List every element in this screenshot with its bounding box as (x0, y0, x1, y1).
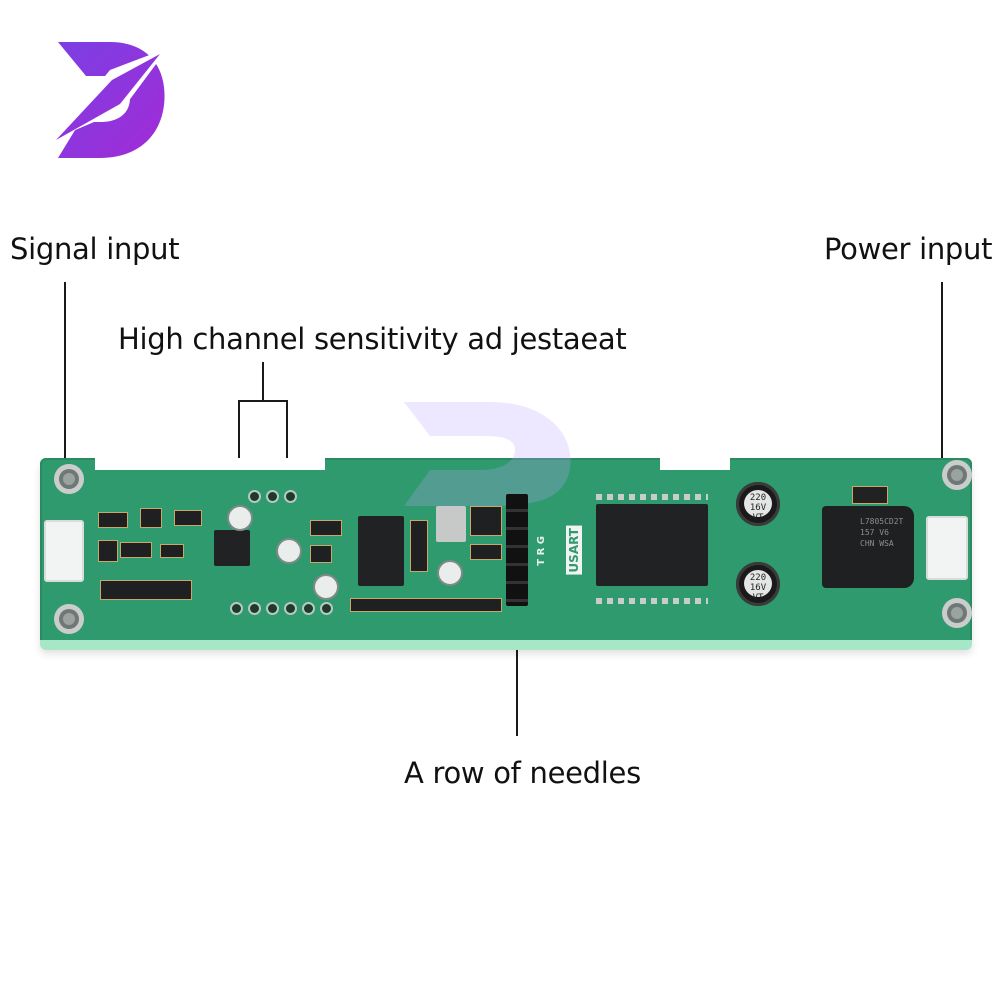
needles-label: A row of needles (404, 756, 641, 790)
sensitivity-label: High channel sensitivity ad jestaeat (118, 322, 627, 356)
usart-label: USART (566, 526, 582, 575)
board-notch-right (660, 458, 730, 470)
circuit-board-edge (40, 640, 972, 650)
capacitor: 220 16V VT (736, 562, 780, 606)
diode (852, 486, 888, 504)
potentiometer (276, 538, 302, 564)
smd-component (98, 512, 128, 528)
signal-callout-line (64, 282, 66, 468)
potentiometer (313, 574, 339, 600)
via-hole (304, 604, 313, 613)
sensitivity-callout-stem (262, 362, 264, 402)
smd-component (100, 580, 192, 600)
trg-label: T R G (536, 536, 547, 566)
ic-chip (358, 516, 404, 586)
capacitor: 220 16V VT (736, 482, 780, 526)
watermark-logo (404, 402, 571, 506)
voltage-regulator: L7805CD2T 157 V6 CHN WSA (822, 506, 914, 588)
via-hole (250, 604, 259, 613)
via-hole (286, 492, 295, 501)
ic-chip (214, 530, 250, 566)
potentiometer (437, 560, 463, 586)
smd-component (120, 542, 152, 558)
smd-component (310, 545, 332, 563)
smd-component (470, 506, 502, 536)
via-hole (268, 604, 277, 613)
via-hole (250, 492, 259, 501)
brand-logo (52, 42, 168, 158)
via-hole (232, 604, 241, 613)
mount-hole-br (942, 598, 972, 628)
mount-hole-tl (54, 464, 84, 494)
via-hole (268, 492, 277, 501)
smd-component (140, 508, 162, 528)
capacitor-label: 220 16V VT (744, 570, 772, 603)
main-ic (596, 504, 708, 586)
smd-component (310, 520, 342, 536)
mount-hole-bl (54, 604, 84, 634)
regulator-label: L7805CD2T 157 V6 CHN WSA (860, 517, 904, 548)
smd-component (160, 544, 184, 558)
power-input-connector (926, 516, 968, 580)
board-notch-left (95, 458, 325, 470)
smd-component (174, 510, 202, 526)
capacitor-label: 220 16V VT (744, 490, 772, 523)
needles-callout-line (516, 612, 518, 736)
sensitivity-callout-left (238, 400, 240, 506)
power-input-label: Power input (824, 232, 993, 266)
smd-component (410, 520, 428, 572)
power-callout-line (941, 282, 943, 468)
pin-row (596, 598, 708, 604)
signal-input-connector (44, 520, 84, 582)
potentiometer (227, 505, 253, 531)
smd-component (350, 598, 502, 612)
via-hole (286, 604, 295, 613)
via-hole (322, 604, 331, 613)
mount-hole-tr (942, 460, 972, 490)
signal-input-label: Signal input (10, 232, 180, 266)
pin-header (506, 494, 528, 606)
crystal (436, 506, 466, 542)
sensitivity-callout-bar (238, 400, 288, 402)
smd-component (470, 544, 502, 560)
pin-row (596, 494, 708, 500)
smd-component (98, 540, 118, 562)
